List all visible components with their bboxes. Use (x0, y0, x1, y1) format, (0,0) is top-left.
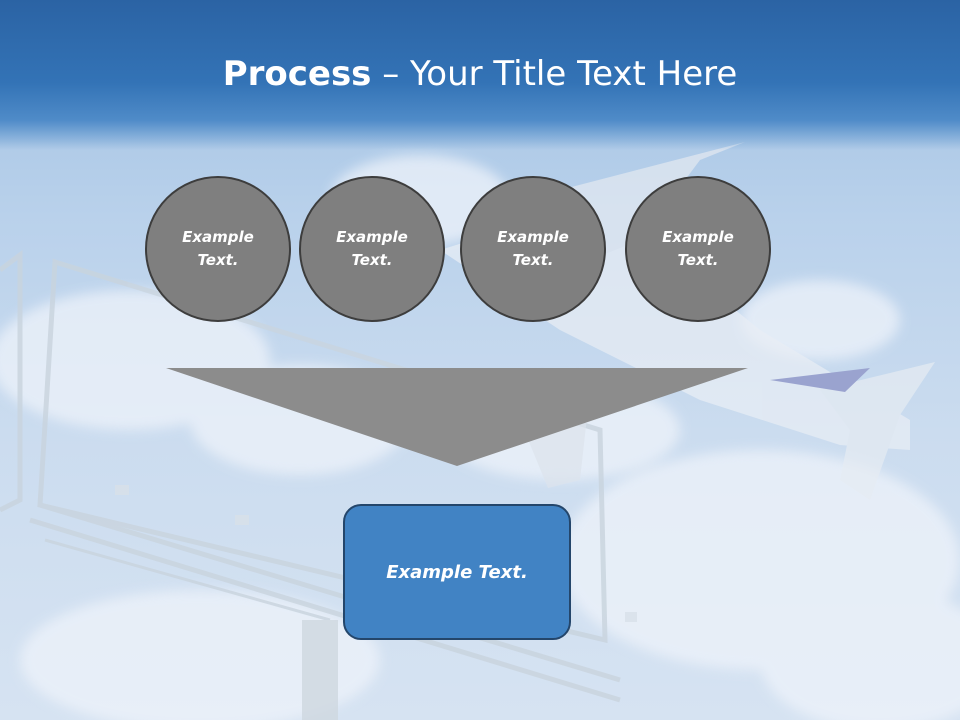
slide-title: Process – Your Title Text Here (0, 48, 960, 100)
process-circle-4[interactable]: Example Text. (625, 176, 771, 322)
title-bar (0, 0, 960, 150)
process-circle-3[interactable]: Example Text. (460, 176, 606, 322)
process-circle-4-label: Example Text. (662, 228, 734, 269)
result-box[interactable]: Example Text. (343, 504, 571, 640)
process-circle-3-label: Example Text. (497, 228, 569, 269)
result-box-label: Example Text. (386, 561, 528, 583)
billboard (0, 250, 621, 720)
process-circle-2-label: Example Text. (336, 228, 408, 269)
process-circle-1[interactable]: Example Text. (145, 176, 291, 322)
billboard-lights (115, 485, 637, 622)
funnel-arrow[interactable] (166, 368, 748, 466)
process-circle-1-label: Example Text. (182, 228, 254, 269)
process-circle-2[interactable]: Example Text. (299, 176, 445, 322)
title-bold: Process (222, 54, 372, 94)
title-rest: – Your Title Text Here (371, 54, 738, 94)
